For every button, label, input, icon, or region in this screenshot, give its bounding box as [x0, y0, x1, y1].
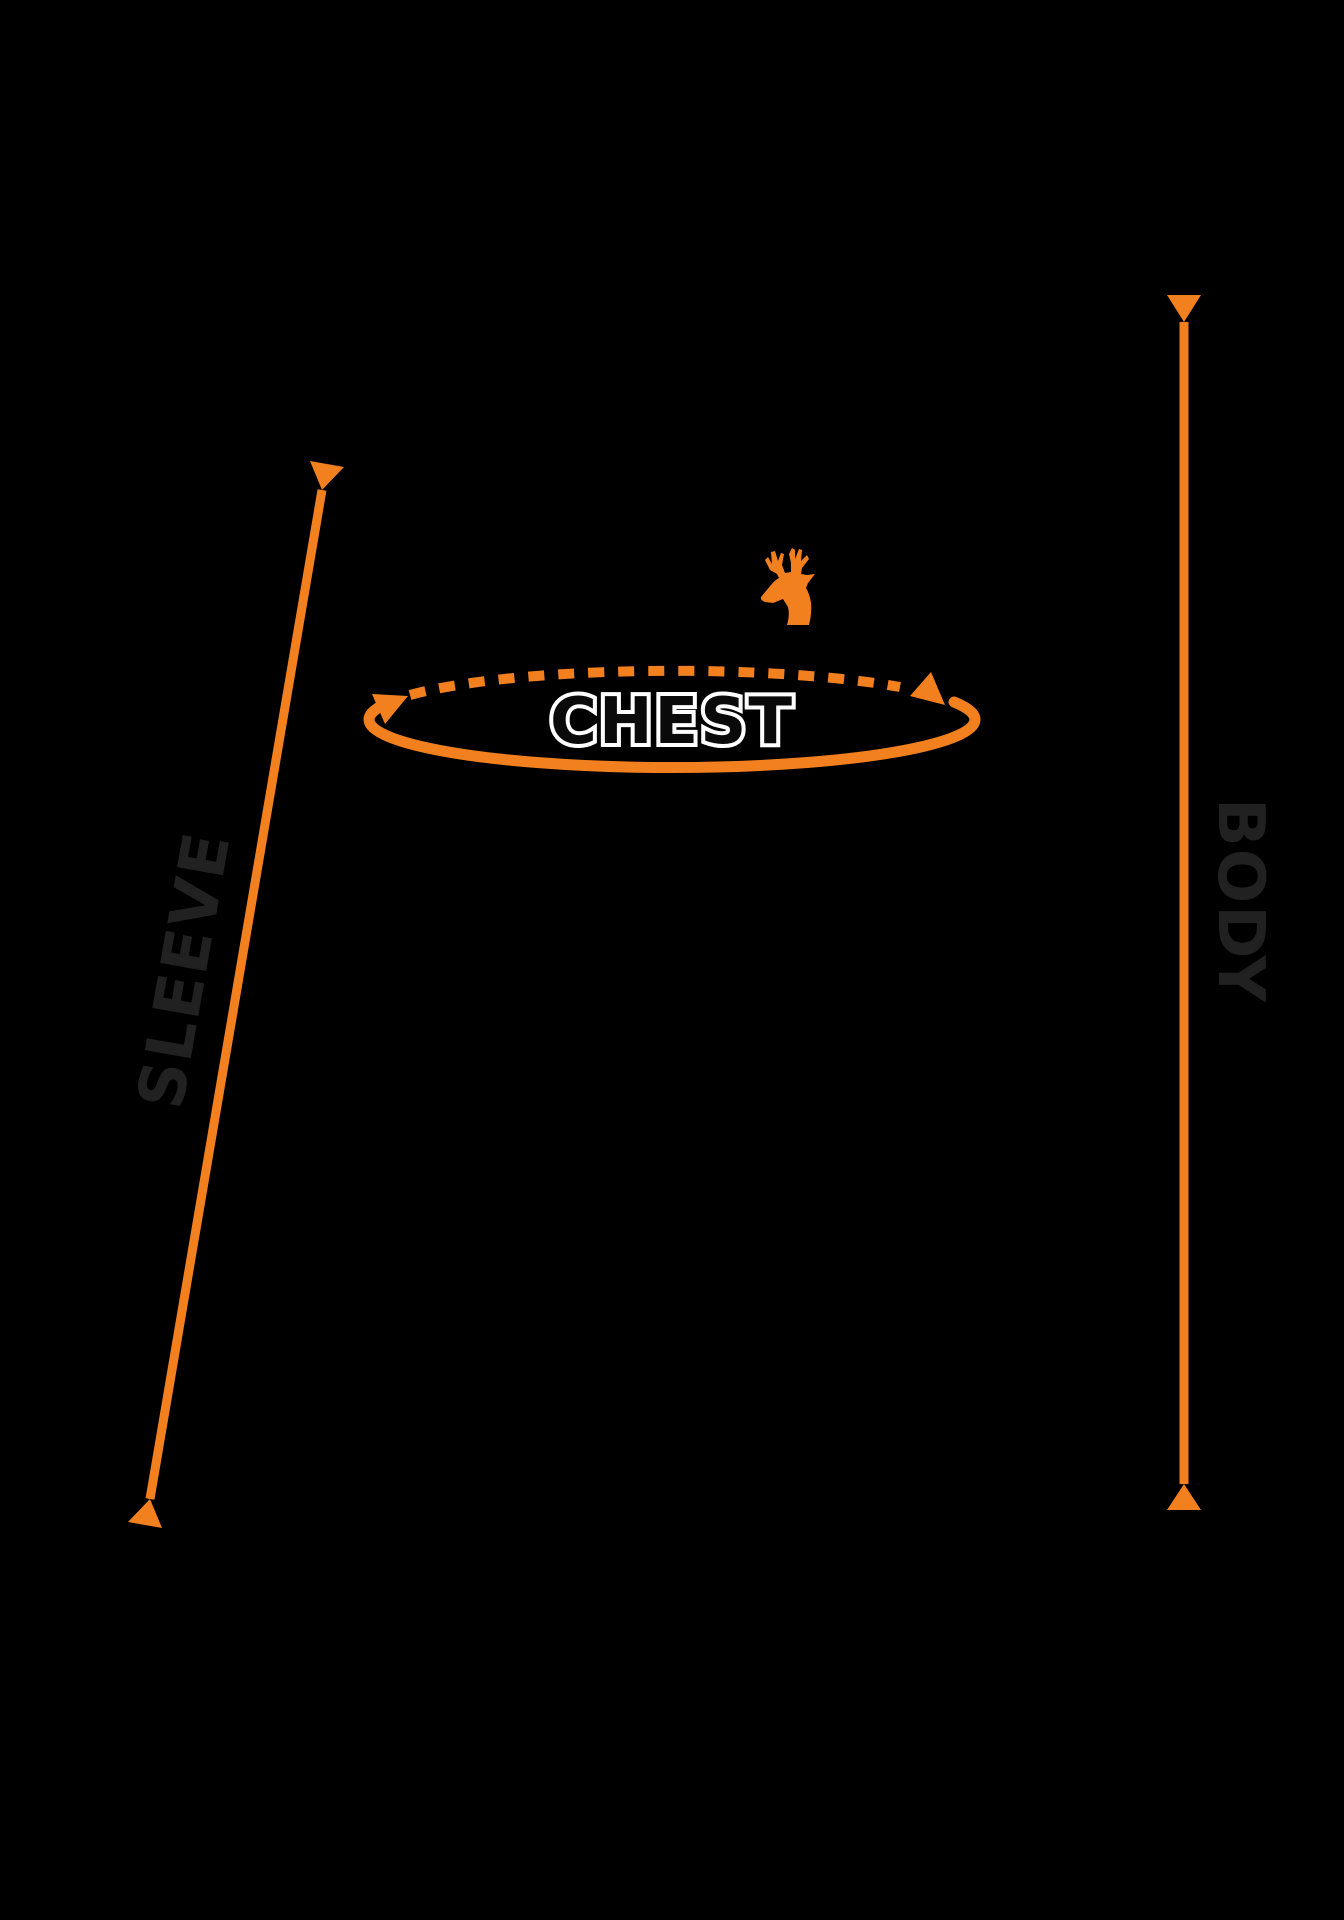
deer-head-icon [760, 548, 815, 625]
sleeve-arrow-bottom-icon [128, 1499, 162, 1528]
sleeve-line [145, 489, 327, 1500]
chest-ellipse-front-arc [363, 696, 981, 774]
chest-arrow-left-icon [372, 694, 408, 724]
deer-head-silhouette [760, 548, 815, 625]
body-arrow-bottom-icon [1167, 1484, 1201, 1510]
sleeve-measure: SLEEVE [124, 461, 344, 1528]
chest-label: CHEST [550, 685, 794, 759]
chest-ellipse-back-arc [408, 665, 901, 700]
body-arrow-top-icon [1167, 295, 1201, 322]
chest-arrow-right-icon [910, 672, 945, 705]
chest-measure: CHEST [363, 665, 981, 774]
body-measure: BODY [1167, 295, 1277, 1510]
sleeve-arrow-top-icon [310, 461, 344, 490]
body-label: BODY [1203, 798, 1277, 1004]
